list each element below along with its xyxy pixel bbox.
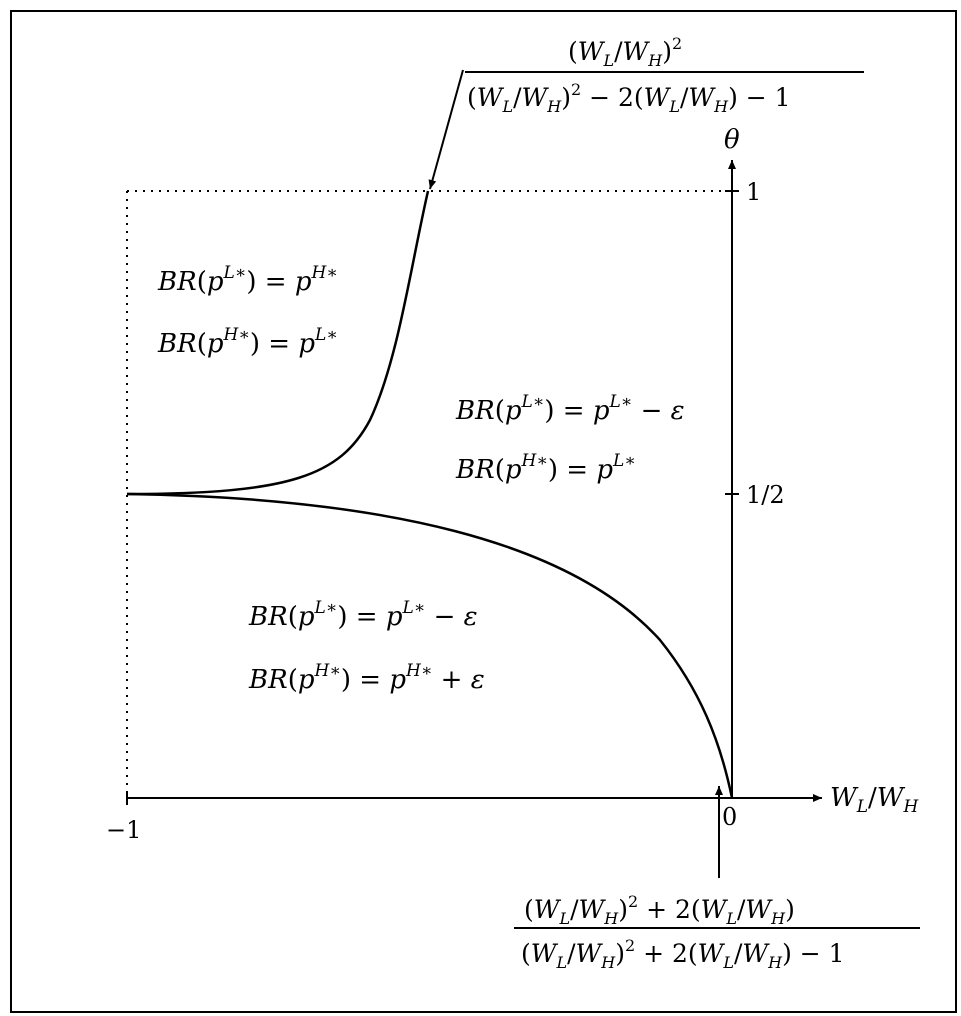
top-annotation-arrow xyxy=(428,69,464,190)
x-tick-label-minus-one: −1 xyxy=(106,816,141,844)
x-axis-label: WL/WH xyxy=(830,783,920,817)
region-lower-labels: BR(pL∗) = pL∗ − ε BR(pH∗) = pH∗ + ε xyxy=(248,598,485,695)
svg-text:(WL/WH)2 − 2(WL/WH) − 1: (WL/WH)2 − 2(WL/WH) − 1 xyxy=(467,80,791,116)
top-annotation-fraction: (WL/WH)2 (WL/WH)2 − 2(WL/WH) − 1 xyxy=(465,34,864,116)
bottom-annotation-fraction: (WL/WH)2 + 2(WL/WH) (WL/WH)2 + 2(WL/WH) … xyxy=(514,892,920,972)
svg-text:BR(pL∗) = pH∗: BR(pL∗) = pH∗ xyxy=(157,263,338,297)
upper-boundary-curve xyxy=(126,190,430,496)
svg-text:BR(pH∗) = pH∗ + ε: BR(pH∗) = pH∗ + ε xyxy=(248,661,485,695)
svg-text:(WL/WH)2: (WL/WH)2 xyxy=(568,34,682,70)
y-axis-label: θ xyxy=(724,125,740,155)
lower-boundary-curve xyxy=(126,492,734,799)
diagram-frame xyxy=(10,10,957,1013)
y-tick-label-half: 1/2 xyxy=(746,481,785,509)
y-tick-label-one: 1 xyxy=(746,178,761,206)
svg-text:(WL/WH)2 + 2(WL/WH): (WL/WH)2 + 2(WL/WH) xyxy=(524,892,795,928)
region-upper-left-labels: BR(pL∗) = pH∗ BR(pH∗) = pL∗ xyxy=(157,263,338,359)
svg-text:BR(pH∗) = pL∗: BR(pH∗) = pL∗ xyxy=(455,451,636,485)
region-right-labels: BR(pL∗) = pL∗ − ε BR(pH∗) = pL∗ xyxy=(455,392,685,485)
x-tick-label-zero: 0 xyxy=(722,803,737,831)
svg-text:(WL/WH)2 + 2(WL/WH) − 1: (WL/WH)2 + 2(WL/WH) − 1 xyxy=(521,936,845,972)
svg-text:BR(pH∗) = pL∗: BR(pH∗) = pL∗ xyxy=(157,325,338,359)
svg-text:BR(pL∗) = pL∗ − ε: BR(pL∗) = pL∗ − ε xyxy=(455,392,685,426)
svg-text:BR(pL∗) = pL∗ − ε: BR(pL∗) = pL∗ − ε xyxy=(248,598,478,632)
